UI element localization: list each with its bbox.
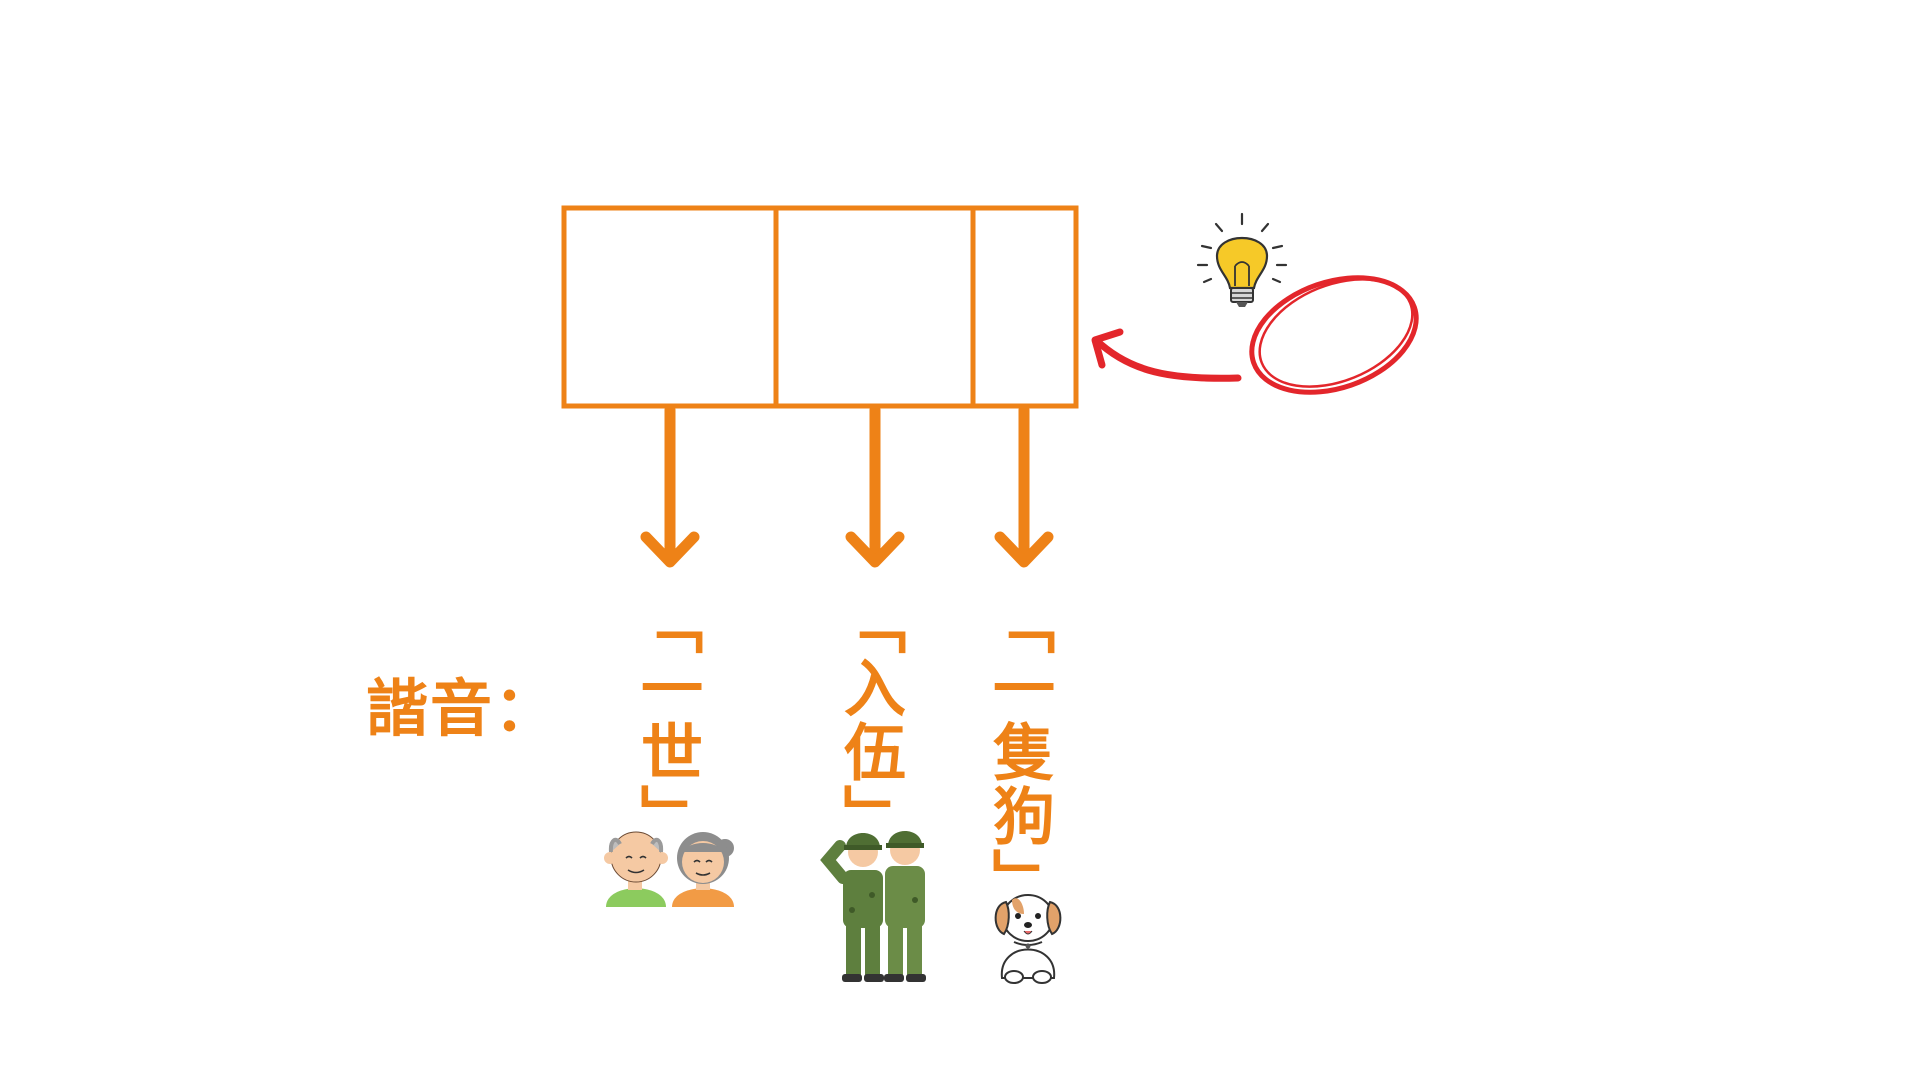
homophone-phrase-1: 「一世」 — [635, 592, 697, 848]
box-cell-3 — [973, 208, 1076, 406]
homophone-phrase-2: 「入伍」 — [838, 592, 900, 848]
box-cell-1 — [564, 208, 776, 406]
down-arrow-3 — [1000, 410, 1048, 562]
red-arrow-to-box — [1095, 332, 1238, 378]
lightbulb-icon — [1198, 214, 1286, 307]
box-cell-2 — [776, 208, 973, 406]
down-arrows — [646, 410, 1048, 562]
down-arrow-2 — [851, 410, 899, 562]
homophone-prefix: 諧音： — [366, 658, 558, 748]
three-cell-box — [564, 208, 1076, 406]
down-arrow-1 — [646, 410, 694, 562]
homophone-phrase-3: 「一隻狗」 — [987, 592, 1049, 912]
red-circle-mark — [1236, 257, 1431, 413]
soldiers-saluting-icon — [828, 831, 926, 982]
